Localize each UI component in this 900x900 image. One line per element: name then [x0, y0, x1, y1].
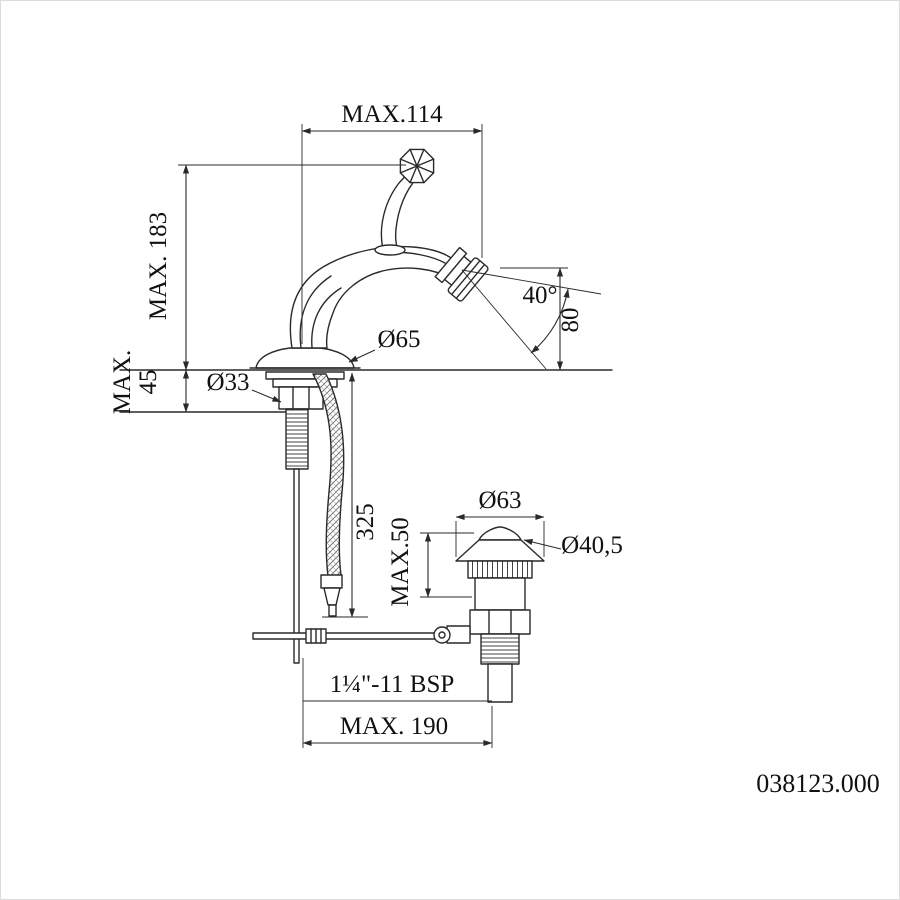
- dim-label-waste-deck-max: MAX.50: [387, 517, 414, 607]
- leader-o33: [251, 389, 282, 403]
- lever-ball-joint: [433, 626, 451, 644]
- waste-threaded-section: [480, 633, 520, 665]
- aerator-ridge-2: [456, 264, 485, 299]
- popup-vertical-rod: [293, 468, 300, 664]
- handle-collar: [374, 244, 406, 256]
- faucet-artwork: [119, 148, 613, 703]
- dimension-labels: MAX.114 MAX. 183 MAX. 45 Ø33 Ø65 40° 80 …: [109, 101, 880, 798]
- dim-label-deck-max-word: MAX.: [109, 350, 136, 415]
- dim-label-deck-max-value: 45: [135, 370, 162, 395]
- dim-label-spout-height: 80: [557, 308, 584, 333]
- leader-o65: [348, 349, 376, 363]
- dim-label-waste-flange-diameter: Ø63: [478, 487, 521, 514]
- dim-label-base-diameter: Ø65: [377, 326, 420, 353]
- dim-label-spout-reach: MAX.114: [341, 101, 443, 128]
- mounting-nut: [278, 386, 324, 410]
- hose-fitting: [320, 574, 343, 589]
- dim-label-thread-spec: 1¼"-11 BSP: [330, 671, 455, 698]
- waste-tailpiece: [487, 663, 513, 703]
- angle-arc-40: [530, 288, 570, 354]
- aerator-assembly: [434, 246, 489, 302]
- dim-label-shank-diameter: Ø33: [206, 369, 249, 396]
- dim-label-centre-distance: MAX. 190: [340, 713, 448, 740]
- body-contour-2: [311, 287, 342, 349]
- popup-horizontal-rod: [252, 632, 436, 640]
- handle-stem: [380, 170, 418, 250]
- dim-label-waste-cap-diameter: Ø40,5: [561, 532, 623, 559]
- crystal-facet-4: [409, 148, 425, 184]
- waste-flange-cone: [455, 539, 545, 562]
- body-contour-1: [299, 275, 332, 349]
- leader-o405: [523, 539, 562, 550]
- waste-body: [474, 577, 526, 611]
- angle-line-upper: [461, 269, 602, 295]
- hose-nipple: [328, 604, 337, 617]
- aerator-ridge-1: [451, 260, 480, 295]
- washer-plate: [265, 371, 345, 380]
- waste-nut: [469, 609, 531, 635]
- threaded-shank: [285, 408, 309, 470]
- dimension-lines: [178, 124, 602, 748]
- dim-label-spray-angle: 40°: [523, 282, 558, 309]
- dim-label-total-height: MAX. 183: [145, 212, 172, 320]
- waste-cap: [478, 526, 522, 541]
- part-number: 038123.000: [756, 769, 880, 798]
- dim-label-hose-drop: 325: [352, 503, 379, 541]
- lever-ball-center: [438, 631, 446, 639]
- waste-grooved-ring: [467, 560, 533, 579]
